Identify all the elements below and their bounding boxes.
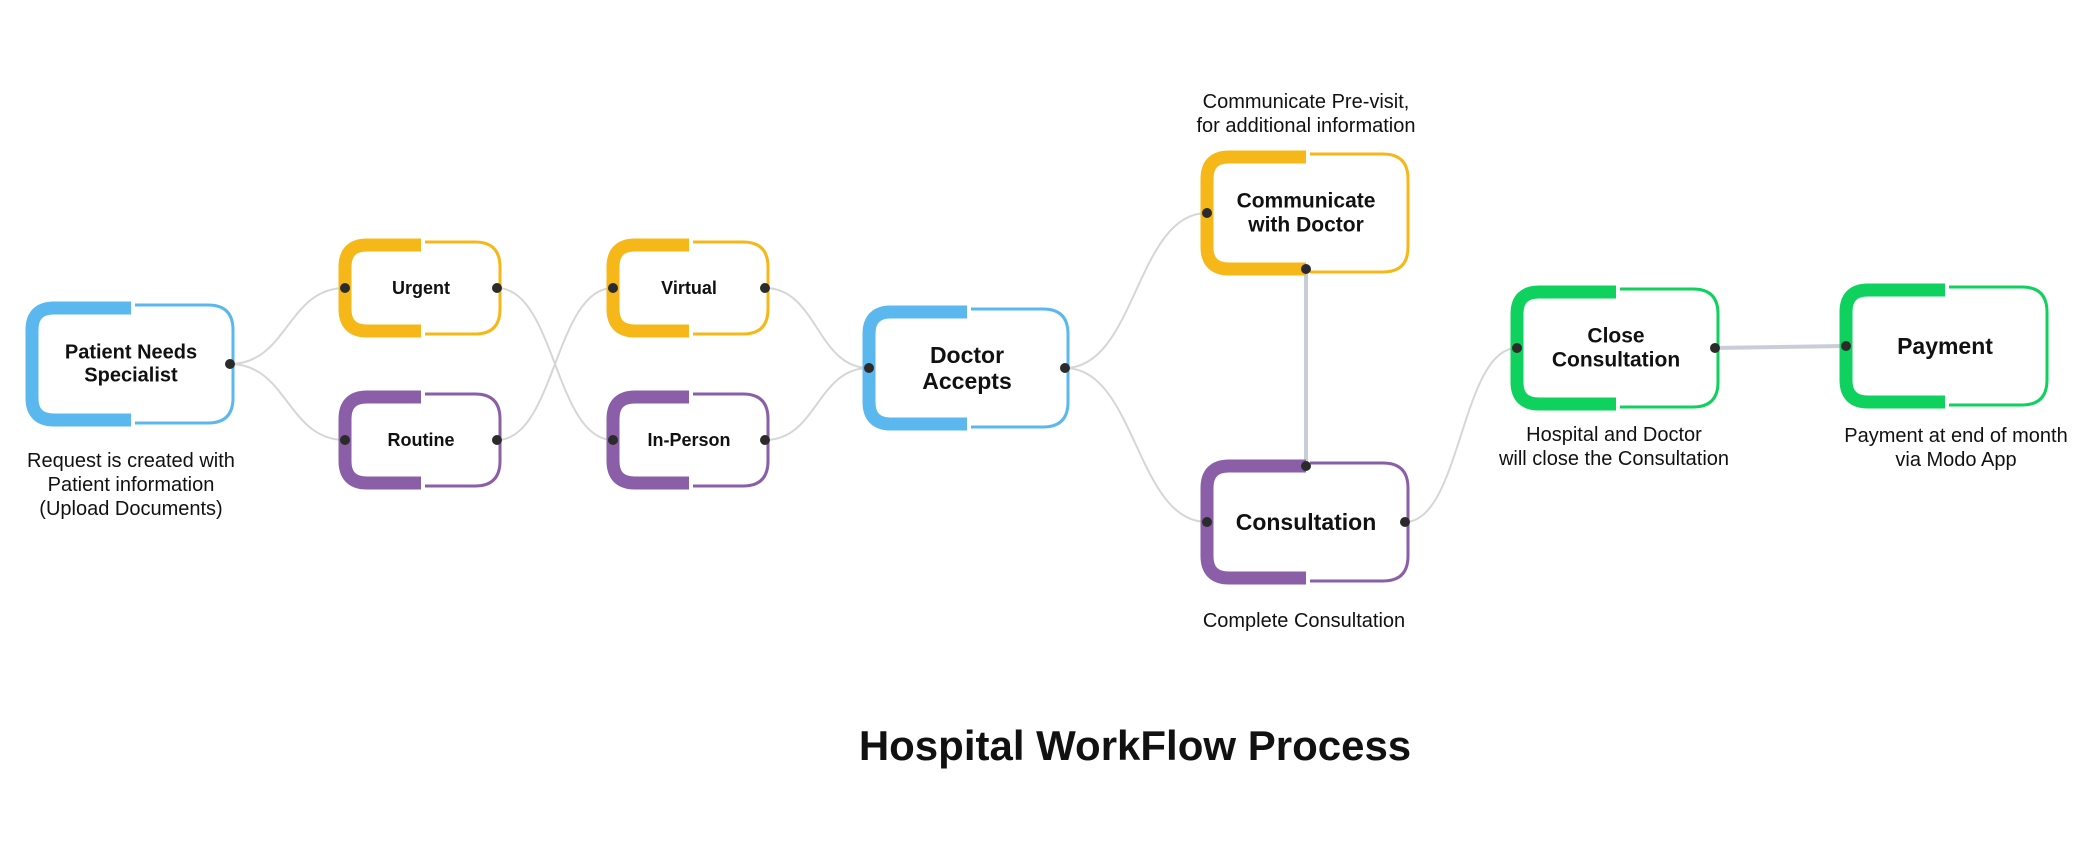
connection-dot-communicate-in [1202,208,1212,218]
connector-doctor-to-consultation [1064,367,1208,523]
node-urgent-label: Urgent [392,278,450,298]
caption-patient: (Upload Documents) [39,498,222,520]
connection-dot-payment-link [1841,341,1851,351]
node-urgent: Urgent [338,238,502,338]
connection-dot-consultation-in [1202,517,1212,527]
node-routine: Routine [338,390,502,490]
node-consultation-label: Consultation [1236,509,1377,535]
connector-inperson-to-doctor [764,367,870,441]
caption-communicate: Communicate Pre-visit, [1203,91,1410,113]
node-communicate-label: with Doctor [1247,214,1364,237]
diagram-title: Hospital WorkFlow Process [859,722,1411,769]
connection-dot-inperson-in [608,435,618,445]
node-communicate-label: Communicate [1237,189,1376,212]
connection-dot-patient-out [225,359,235,369]
connector-doctor-to-communicate [1064,212,1208,369]
connector-patient-to-urgent [229,287,346,365]
caption-close: Hospital and Doctor [1526,424,1702,446]
connector-virtual-to-doctor [764,287,870,369]
connection-dot-urgent-out [492,283,502,293]
caption-patient: Request is created with [27,450,235,472]
connection-dot-inperson-out [760,435,770,445]
connection-dot-consultation-out [1400,517,1410,527]
node-communicate-frame-right [1310,152,1410,274]
node-virtual-label: Virtual [661,278,717,298]
connection-dot-routine-out [492,435,502,445]
connection-dot-close-in [1512,343,1522,353]
connection-dot-virtual-out [760,283,770,293]
node-inperson-label: In-Person [647,430,730,450]
caption-payment: Payment at end of month [1844,425,2067,447]
connector-consultation-to-close [1404,347,1518,523]
node-inperson: In-Person [606,390,770,490]
node-patient-frame-left [25,301,131,427]
caption-close: will close the Consultation [1498,448,1729,470]
connection-dot-doctor-in [864,363,874,373]
node-patient-label: Specialist [84,365,178,387]
node-consultation: Consultation [1200,459,1410,585]
connection-dot-doctor-out [1060,363,1070,373]
connector-routine-to-virtual [496,287,614,441]
caption-communicate: for additional information [1196,115,1415,137]
node-close-label: Consultation [1552,349,1680,372]
node-patient-label: Patient Needs [65,342,197,364]
node-close-label: Close [1587,324,1644,347]
node-doctor-label: Accepts [922,368,1011,394]
connection-dots-layer [225,208,1851,527]
node-doctor-label: Doctor [930,342,1004,368]
caption-payment: via Modo App [1895,449,2016,471]
node-virtual: Virtual [606,238,770,338]
node-payment: Payment [1839,283,2049,409]
connection-dot-virtual-in [608,283,618,293]
connection-dot-routine-in [340,435,350,445]
connection-dot-consultation-link [1301,461,1311,471]
connection-dot-urgent-in [340,283,350,293]
node-payment-label: Payment [1897,333,1993,359]
node-payment-frame-right [1949,285,2049,407]
connector-patient-to-routine [229,363,346,441]
connectors-layer [229,212,1518,523]
link-close-to-payment [1714,344,1847,350]
caption-consultation: Complete Consultation [1203,610,1405,632]
caption-patient: Patient information [48,474,215,496]
node-routine-label: Routine [388,430,455,450]
connection-dot-communicate-link [1301,264,1311,274]
connection-dot-close-link [1710,343,1720,353]
links-layer [1304,269,1847,466]
